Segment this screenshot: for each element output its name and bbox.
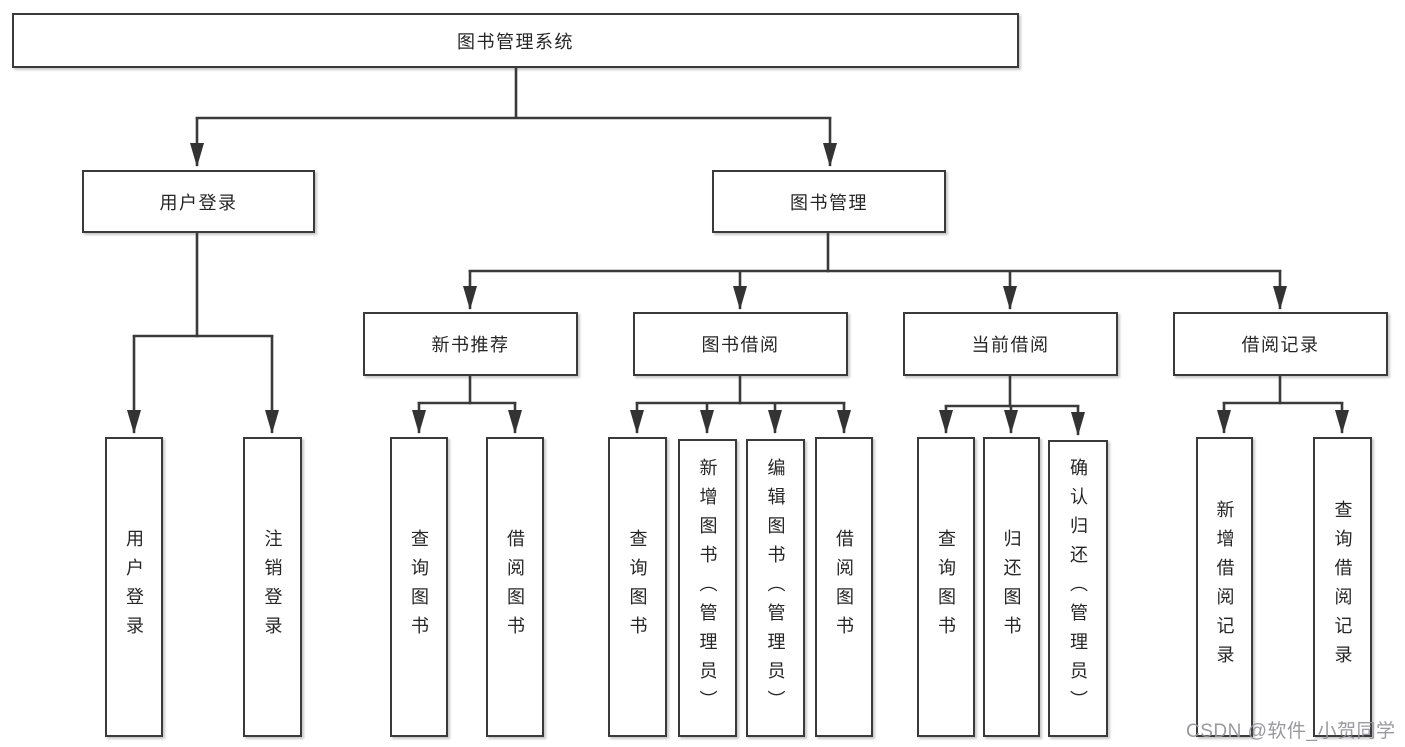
leaf-confirm-return-admin: 确认归还（管理员） [1048,440,1108,737]
leaf-return-book: 归还图书 [983,437,1040,737]
leaf-add-borrow-record: 新增借阅记录 [1196,437,1253,737]
node-borrowing-records: 借阅记录 [1173,312,1388,376]
leaf-borrow-books-1: 借阅图书 [486,437,544,737]
node-label: 查询图书 [409,529,429,645]
node-label: 编辑图书（管理员） [765,457,786,719]
node-label: 注销登录 [262,529,283,645]
node-user-login: 用户登录 [82,170,315,233]
node-book-management: 图书管理 [712,170,946,233]
node-label: 查询借阅记录 [1332,500,1353,674]
node-book-borrowing: 图书借阅 [633,312,848,376]
node-label: 归还图书 [1001,529,1022,645]
node-library-management-system: 图书管理系统 [12,13,1019,68]
node-label: 用户登录 [124,529,144,645]
leaf-query-books-3: 查询图书 [917,437,975,737]
node-label: 借阅图书 [505,529,525,645]
node-label: 新增图书（管理员） [697,457,718,719]
node-label: 图书管理 [790,192,868,213]
node-current-borrowing: 当前借阅 [903,312,1118,376]
leaf-query-books-2: 查询图书 [608,437,667,737]
edge-group [127,67,1349,436]
leaf-edit-book-admin: 编辑图书（管理员） [746,439,805,737]
leaf-logout: 注销登录 [243,437,302,737]
node-label: 图书管理系统 [457,31,574,52]
csdn-watermark: CSDN @软件_小贺同学 [1186,721,1396,742]
node-label: 用户登录 [159,192,238,213]
node-label: 当前借阅 [971,335,1050,355]
node-label: 新书推荐 [431,335,510,355]
node-label: 图书借阅 [701,335,780,355]
leaf-query-books-1: 查询图书 [390,437,448,737]
node-label: 借阅记录 [1241,335,1320,355]
leaf-add-book-admin: 新增图书（管理员） [678,439,737,737]
leaf-borrow-books-2: 借阅图书 [815,437,873,737]
leaf-query-borrow-record: 查询借阅记录 [1313,437,1372,737]
node-label: 确认归还（管理员） [1068,458,1088,719]
leaf-user-login: 用户登录 [105,437,163,737]
node-new-book-recommendation: 新书推荐 [363,312,578,376]
node-label: 查询图书 [936,529,956,645]
node-label: 新增借阅记录 [1214,500,1235,674]
node-label: 借阅图书 [834,529,854,645]
node-label: 查询图书 [627,529,648,645]
